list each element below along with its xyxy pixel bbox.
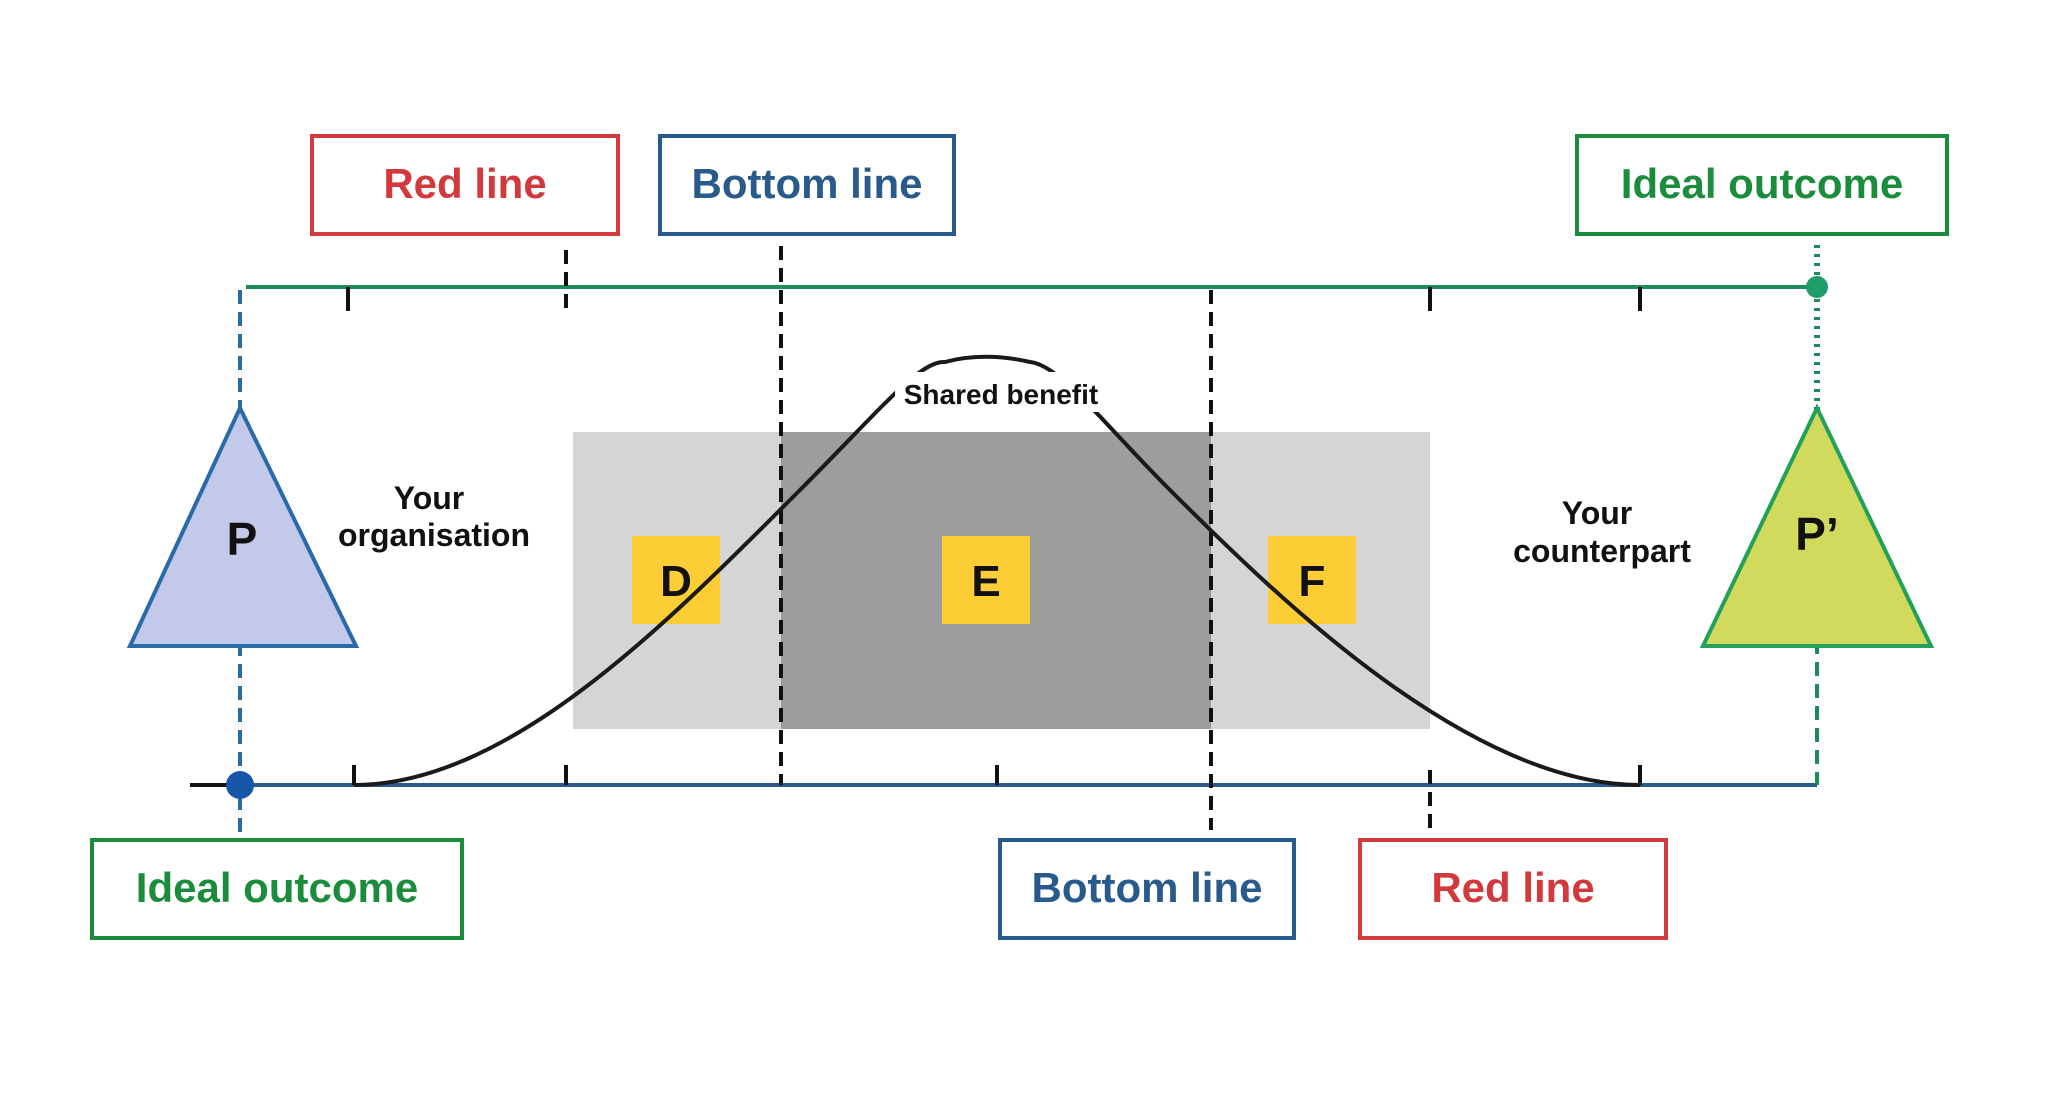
curve-label-backdrop [895,372,1107,412]
bottom-bottom-line-box [998,838,1296,940]
bottom-red-line-box [1358,838,1668,940]
bottom-bottom-line-label: Bottom line [1032,864,1263,911]
shared-benefit-label: Shared benefit [904,379,1098,410]
zone-f-label: F [1299,557,1326,606]
counterpart-label-line2: counterpart [1513,533,1691,569]
counterpart-triangle [1699,403,1935,648]
top-red-line-label: Red line [383,160,546,207]
your-organisation-label-line1: Your [394,480,465,516]
your-organisation-label-line2: organisation [338,517,530,553]
left-ideal-point [226,771,254,799]
your-organisation-symbol: P [227,513,258,565]
bottom-ideal-outcome-box [90,838,464,940]
top-ideal-outcome-label: Ideal outcome [1621,160,1903,207]
top-red-line-box [310,134,620,236]
zone-f-badge [1268,536,1356,624]
counterpart-label-line1: Your [1562,495,1633,531]
top-ideal-outcome-box [1575,134,1949,236]
counterpart-symbol: P’ [1795,508,1838,560]
top-bottom-line-label: Bottom line [692,160,923,207]
your-organisation-triangle [126,403,360,648]
zone-e-badge [942,536,1030,624]
bottom-ideal-outcome-label: Ideal outcome [136,864,418,911]
top-bottom-line-box [658,134,956,236]
zone-d-label: D [660,557,692,606]
zone-e-label: E [971,557,1000,606]
shared-benefit-curve [353,354,1641,787]
bottom-red-line-label: Red line [1431,864,1594,911]
right-ideal-point [1806,276,1828,298]
